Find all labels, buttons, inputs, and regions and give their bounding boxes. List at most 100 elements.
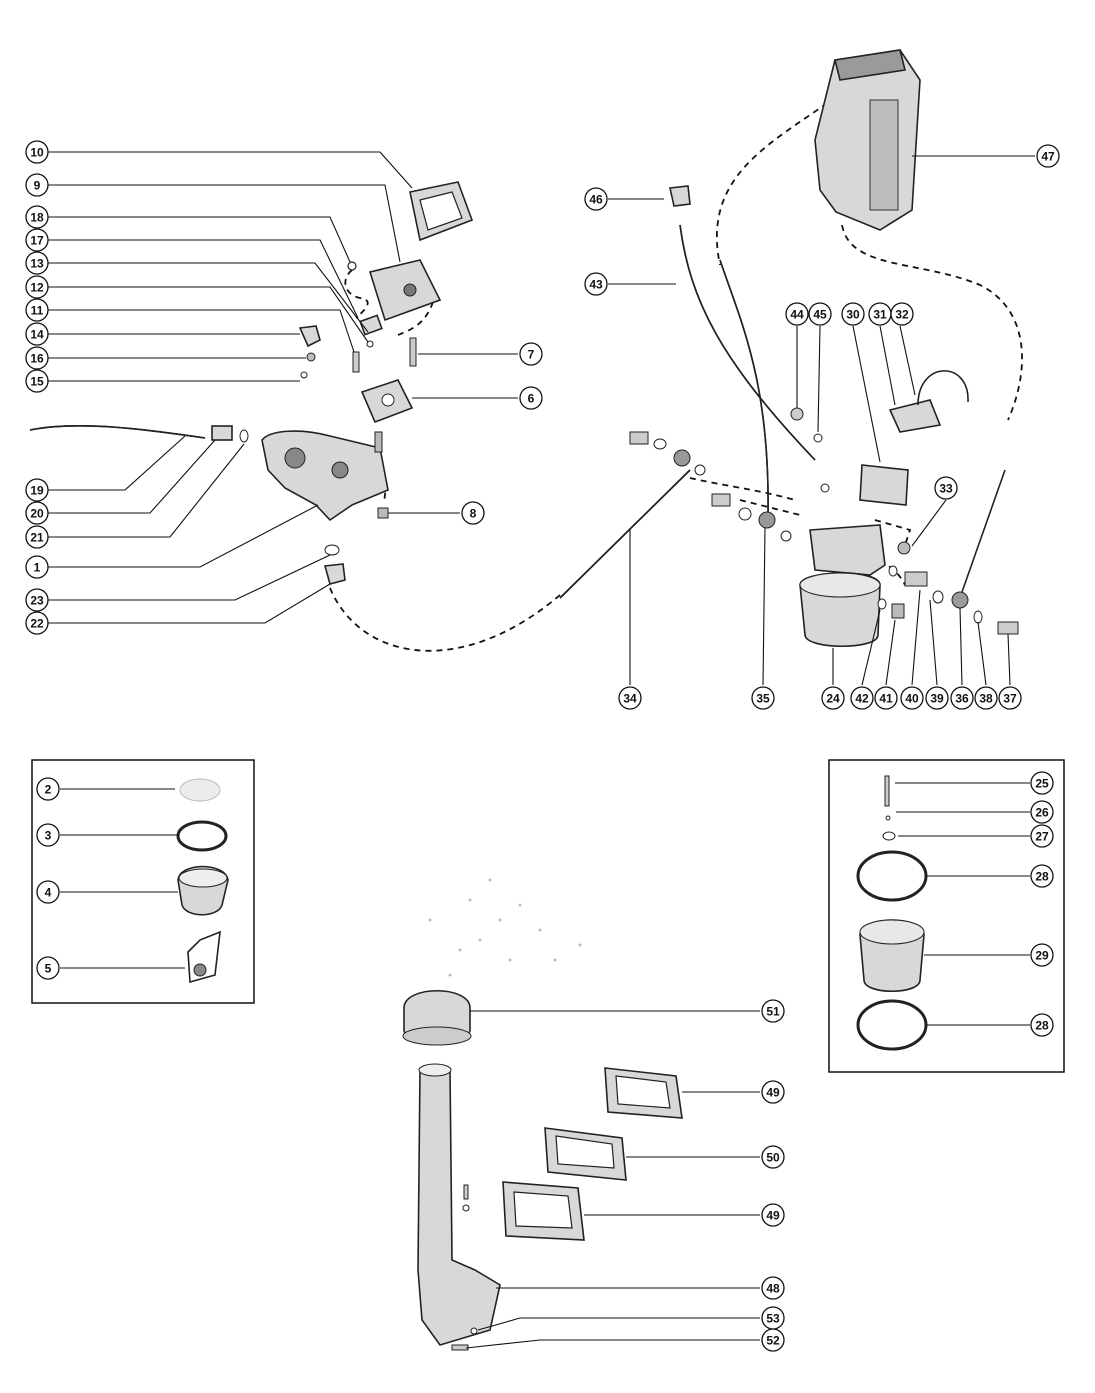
callout-number: 51 [766, 1005, 780, 1019]
callout-19: 19 [25, 478, 49, 502]
callout-number: 49 [766, 1086, 780, 1100]
callout-circle [761, 999, 785, 1023]
callout-7: 7 [519, 342, 543, 366]
callout-4: 4 [36, 880, 60, 904]
part-50-gasket [544, 1127, 627, 1181]
callout-number: 49 [766, 1209, 780, 1223]
part-38-washer [973, 610, 983, 624]
callout-circle [36, 880, 60, 904]
callout-circle [1030, 771, 1054, 795]
callout-44: 44 [785, 302, 809, 326]
callout-45: 45 [808, 302, 832, 326]
callout-circle [761, 1328, 785, 1352]
part-40-washer [932, 590, 944, 604]
callout-layer: 1091817131211141615192021123227684643474… [25, 140, 1060, 1352]
part-33-nut [897, 541, 911, 555]
callout-circle [934, 476, 958, 500]
callout-number: 34 [623, 692, 637, 706]
part-small-washers-filter [820, 483, 898, 577]
leader-lines [48, 151, 1035, 1349]
part-39-connector [904, 571, 928, 587]
callout-number: 4 [45, 886, 52, 900]
callout-8: 8 [461, 501, 485, 525]
callout-number: 17 [30, 234, 44, 248]
callout-circle [821, 686, 845, 710]
callout-51: 51 [761, 999, 785, 1023]
part-49-gasket-upper [604, 1067, 683, 1119]
callout-24: 24 [821, 686, 845, 710]
part-6-gasket [360, 379, 414, 424]
callout-circle [1030, 864, 1054, 888]
inset-box-fuel-pump-parts [31, 759, 255, 1004]
callout-34: 34 [618, 686, 642, 710]
part-7-stud [409, 337, 417, 367]
callout-12: 12 [25, 275, 49, 299]
callout-25: 25 [1030, 771, 1054, 795]
part-25-bolt [884, 775, 890, 807]
part-26-washer [885, 815, 891, 821]
callout-number: 31 [873, 308, 887, 322]
part-34-fuel-line [559, 449, 691, 599]
callout-circle [25, 346, 49, 370]
callout-41: 41 [874, 686, 898, 710]
callout-18: 18 [25, 205, 49, 229]
callout-35: 35 [751, 686, 775, 710]
callout-number: 52 [766, 1334, 780, 1348]
part-14-elbow [298, 325, 321, 348]
callout-number: 22 [30, 617, 44, 631]
callout-number: 28 [1035, 1019, 1049, 1033]
callout-50: 50 [761, 1145, 785, 1169]
callout-number: 7 [528, 348, 535, 362]
part-13-fitting [359, 314, 383, 336]
callout-29: 29 [1030, 943, 1054, 967]
part-21-washer [239, 429, 249, 443]
part-3-gasket-ring [176, 820, 228, 852]
callout-circle [25, 369, 49, 393]
part-30-plate [859, 464, 909, 506]
part-41-plug [891, 603, 905, 619]
callout-number: 19 [30, 484, 44, 498]
callout-circle [25, 588, 49, 612]
callout-42: 42 [850, 686, 874, 710]
callout-circle [519, 386, 543, 410]
callout-circle [461, 501, 485, 525]
callout-number: 47 [1041, 150, 1055, 164]
part-16-nut [306, 352, 316, 362]
callout-30: 30 [841, 302, 865, 326]
callout-number: 13 [30, 257, 44, 271]
callout-circle [36, 956, 60, 980]
callout-3: 3 [36, 823, 60, 847]
callout-number: 53 [766, 1312, 780, 1326]
callout-2: 2 [36, 777, 60, 801]
part-53-washer [470, 1327, 478, 1335]
part-19-fuel-hose [29, 425, 206, 439]
callout-circle [785, 302, 809, 326]
callout-circle [1030, 800, 1054, 824]
callout-number: 45 [813, 308, 827, 322]
callout-27: 27 [1030, 824, 1054, 848]
callout-circle [25, 525, 49, 549]
callout-circle [25, 322, 49, 346]
callout-circle [25, 251, 49, 275]
callout-28: 28 [1030, 864, 1054, 888]
part-47-distributor-assembly [814, 49, 921, 231]
speckle-area [428, 878, 582, 977]
callout-48: 48 [761, 1276, 785, 1300]
callout-39: 39 [925, 686, 949, 710]
part-51-cap [402, 990, 472, 1046]
callout-number: 2 [45, 783, 52, 797]
callout-38: 38 [974, 686, 998, 710]
part-48-filler-tube [417, 1063, 501, 1346]
part-31-bracket [888, 399, 942, 433]
part-52-screw [451, 1344, 469, 1351]
part-29-filter-element [859, 919, 925, 993]
part-35-fuel-line [719, 259, 776, 529]
callout-number: 48 [766, 1282, 780, 1296]
callout-number: 28 [1035, 870, 1049, 884]
callout-number: 29 [1035, 949, 1049, 963]
callout-circle [25, 478, 49, 502]
callout-33: 33 [934, 476, 958, 500]
callout-circle [900, 686, 924, 710]
part-12-washer [366, 340, 374, 348]
